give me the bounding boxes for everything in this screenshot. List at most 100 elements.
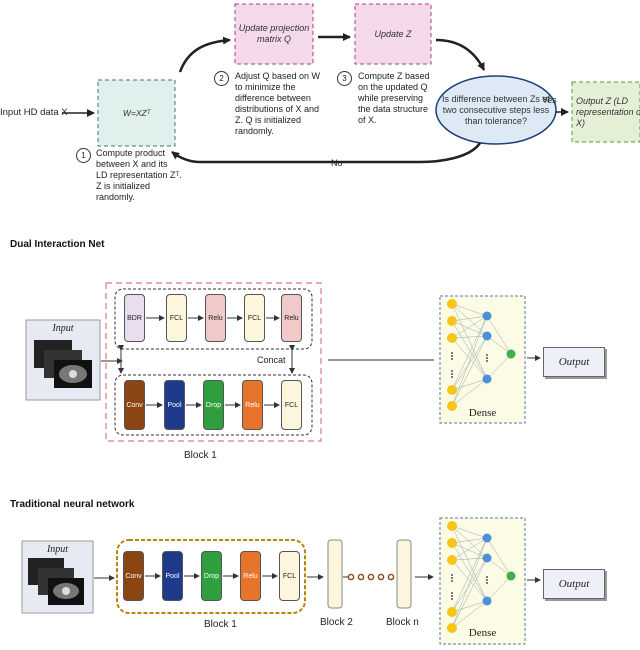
trad-ct-stack (28, 558, 84, 605)
dense-edge (451, 320, 488, 337)
update-q-box (234, 3, 314, 65)
dense-input-node (447, 623, 457, 633)
dense-edge (486, 353, 512, 380)
dense-edge (451, 378, 488, 391)
dense-ellipsis-dot (451, 352, 453, 354)
dual-block-frame (105, 282, 322, 442)
trad-output-box: Output (543, 569, 605, 599)
no-label: No (331, 158, 343, 168)
step2-number: 2 (214, 71, 229, 86)
step1-text: Compute product between X and its LD rep… (96, 148, 182, 202)
trad-block1-frame (116, 539, 306, 614)
dense-ellipsis-dot (486, 579, 488, 581)
dual-ct-stack (34, 340, 92, 388)
dense-ellipsis-dot (486, 576, 488, 578)
dense-ellipsis-dot (451, 358, 453, 360)
arrow-w-to-q (178, 36, 231, 73)
update-z-box (354, 3, 432, 65)
trad-block2-label: Block 2 (320, 617, 353, 628)
dense-ellipsis-dot (451, 355, 453, 357)
dense-input-node (447, 401, 457, 411)
dense-ellipsis-dot (451, 376, 453, 378)
dense-hidden-node (482, 374, 492, 384)
trad-input-label: Input (46, 544, 69, 555)
dense-edge (451, 559, 488, 602)
dense-edge (486, 335, 512, 355)
layer-bdr: BDR (124, 294, 145, 342)
layer-pool: Pool (164, 380, 185, 430)
dense-input-node (447, 316, 457, 326)
layer-fcl: FCL (244, 294, 265, 342)
dense-ellipsis-dot (451, 595, 453, 597)
dense-edge (451, 557, 488, 561)
dense-input-node (447, 333, 457, 343)
layer-fcl: FCL (166, 294, 187, 342)
w-box (97, 79, 176, 147)
dense-edge (486, 575, 512, 602)
block2-bar (327, 539, 343, 609)
dense-input-node (447, 555, 457, 565)
update-q-label: Update projection matrix Q (238, 23, 310, 44)
output-z-label: Output Z (LD representation of X) (576, 95, 640, 128)
dense-edge (451, 335, 488, 407)
layer-pool: Pool (162, 551, 183, 601)
dense-hidden-node (482, 331, 492, 341)
dense-edge (486, 315, 512, 355)
dual-dense-net (447, 299, 516, 411)
decision-label: Is difference between Zs of two consecut… (442, 93, 550, 126)
dense-edge (451, 537, 488, 561)
dual-title: Dual Interaction Net (10, 239, 105, 250)
dense-ellipsis-dot (451, 574, 453, 576)
trad-blockn-label: Block n (386, 617, 419, 628)
trad-title: Traditional neural network (10, 499, 135, 510)
update-z-label: Update Z (374, 28, 412, 39)
layer-drop: Drop (203, 380, 224, 430)
dense-edge (451, 537, 488, 629)
dense-edge (451, 337, 488, 380)
step2-text: Adjust Q based on W to minimize the diff… (235, 71, 321, 136)
dense-hidden-node (482, 553, 492, 563)
dense-edge (451, 600, 488, 613)
dual-dense-label: Dense (468, 407, 497, 419)
dense-edge (486, 557, 512, 577)
dense-input-node (447, 607, 457, 617)
dense-input-node (447, 521, 457, 531)
dense-ellipsis-dot (451, 598, 453, 600)
layer-conv: Conv (124, 380, 145, 430)
layer-relu: Relu (240, 551, 261, 601)
dense-edge (451, 335, 488, 391)
arrow-no (171, 142, 482, 164)
dense-input-node (447, 385, 457, 395)
dense-edge (451, 303, 488, 380)
dense-edge (451, 600, 488, 629)
trad-dense-label: Dense (468, 627, 497, 639)
dense-edge (451, 315, 488, 339)
dense-output-node (506, 571, 516, 581)
w-box-label: W=XZᵀ (122, 107, 151, 118)
concat-label: Concat (257, 355, 286, 365)
dual-block-label: Block 1 (184, 450, 217, 461)
dense-ellipsis-dot (451, 580, 453, 582)
dense-edge (451, 557, 488, 629)
dense-hidden-node (482, 596, 492, 606)
step3-number: 3 (337, 71, 352, 86)
dense-edge (451, 537, 488, 544)
dense-edge (451, 335, 488, 339)
dual-bottom-branch (114, 374, 313, 436)
dense-input-node (447, 299, 457, 309)
layer-relu: Relu (205, 294, 226, 342)
dense-ellipsis-dot (486, 360, 488, 362)
dense-ellipsis-dot (451, 373, 453, 375)
arrow-z-to-decision (435, 38, 486, 71)
dense-edge (486, 537, 512, 577)
dual-top-branch (114, 288, 313, 350)
layer-conv: Conv (123, 551, 144, 601)
dense-edge (451, 525, 488, 539)
trad-dense-net (447, 521, 516, 633)
dense-ellipsis-dot (451, 592, 453, 594)
layer-fcl: FCL (279, 551, 300, 601)
dual-layer-arrows (146, 315, 280, 408)
dense-edge (451, 320, 488, 380)
dense-edge (451, 537, 488, 613)
